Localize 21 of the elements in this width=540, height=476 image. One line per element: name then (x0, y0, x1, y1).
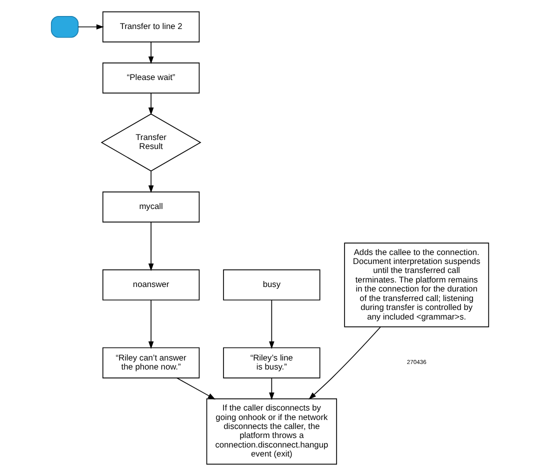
node-box: Transfer to line 2 (102, 11, 200, 42)
node-box: If the caller disconnects by going onhook or if the network disconnects the caller, the platform throws a connection.disconnect.hangup event (exit) (206, 398, 338, 465)
arrow (78, 24, 104, 30)
arrow (308, 326, 381, 400)
node-box: “Please wait” (102, 62, 200, 94)
node-box: Adds the callee to the connection. Document interpretation suspends until the transferred call terminates. The platform remains in the connection for the duration of the transferred call; listening during transfer is controlled by any included <grammar>s. (344, 242, 490, 328)
node-box: “Riley’s line is busy.” (223, 347, 320, 378)
node-box: noanswer (102, 269, 200, 300)
arrow (148, 300, 154, 349)
arrow (148, 222, 154, 272)
arrow (176, 378, 216, 400)
node-box: busy (223, 269, 320, 300)
node-box: “Riley can’t answer the phone now.” (102, 347, 200, 378)
node-diamond: Transfer Result (100, 114, 202, 172)
node-box: mycall (102, 192, 200, 222)
arrow (269, 300, 274, 349)
node-box (50, 16, 79, 38)
arrow (269, 378, 274, 400)
arrow (148, 170, 154, 193)
arrow (148, 92, 154, 116)
arrow (148, 42, 154, 64)
